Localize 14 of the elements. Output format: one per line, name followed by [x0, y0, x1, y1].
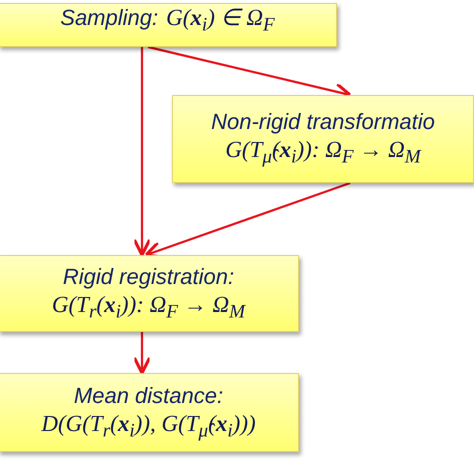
process-box — [0, 3, 337, 47]
step-title: Mean distance: — [74, 382, 224, 409]
step-title: Non-rigid transformatio — [211, 109, 435, 136]
process-box — [172, 95, 474, 183]
process-box — [0, 373, 299, 452]
arrow — [132, 47, 152, 257]
formula: G(T$_{r}$(x$_{i}$)): Ω$_{F}$ → Ω$_{M}$ — [52, 292, 246, 324]
step-title: Sampling: — [60, 5, 158, 31]
formula: G(T$_{μ̂}$(x$_{i}$)): Ω$_{F}$ → Ω$_{M}$ — [225, 137, 421, 169]
arrow — [132, 332, 152, 375]
step-title: Rigid registration: — [62, 264, 234, 290]
formula: G(x$_{i}$) ∈ Ω$_{F}$ — [166, 4, 275, 37]
process-box — [0, 255, 299, 332]
formula: D(G(T$_{r}$(x$_{i}$)), G(T$_{μ̂}$(x$_{i}$))) — [41, 410, 256, 442]
